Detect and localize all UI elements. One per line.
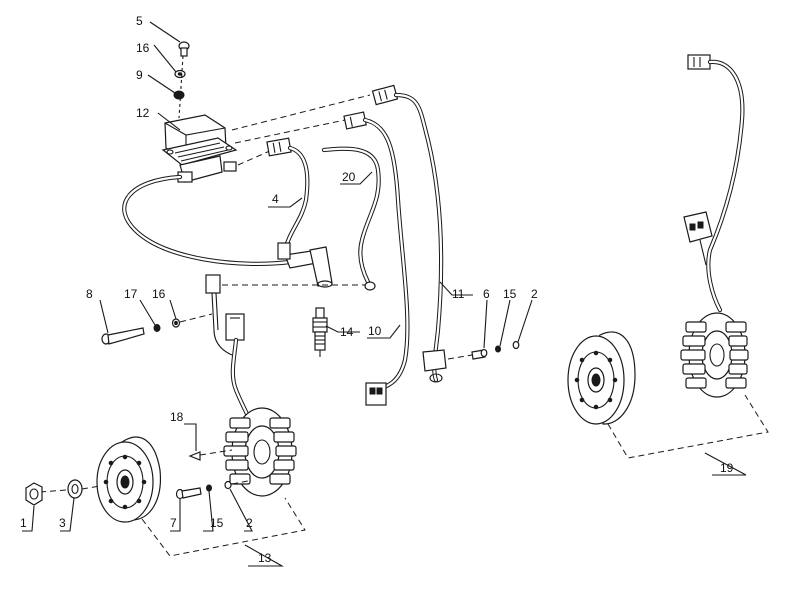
wiring-harness-part-11 xyxy=(371,84,447,383)
ignition-coil-assembly xyxy=(161,41,238,183)
flywheel-right xyxy=(567,331,636,425)
callout-12: 12 xyxy=(136,106,150,120)
oring-part-2-right xyxy=(512,340,520,350)
connector-harness-11-top xyxy=(371,84,399,106)
callout-20: 20 xyxy=(342,170,356,184)
stator-left xyxy=(223,407,297,497)
callout-14: 14 xyxy=(340,325,354,339)
bolt-row-right xyxy=(447,340,520,360)
stator-flywheel-assembly-part-19 xyxy=(567,54,769,459)
ground-wire-part-20 xyxy=(321,146,381,291)
callout-13: 13 xyxy=(258,551,272,565)
callout-5: 5 xyxy=(136,14,143,28)
callout-15: 15 xyxy=(503,287,517,301)
stator-right xyxy=(680,312,749,398)
callout-1: 1 xyxy=(20,516,27,530)
callout-4: 4 xyxy=(272,192,279,206)
bolt-part-8 xyxy=(101,327,145,345)
washer-part-17 xyxy=(153,324,161,332)
nut-part-9 xyxy=(173,90,185,100)
bolt-part-5 xyxy=(178,41,190,57)
callout-7: 7 xyxy=(170,516,177,530)
callout-2: 2 xyxy=(531,287,538,301)
key-part-18 xyxy=(188,451,201,461)
wiring-harness-part-4 xyxy=(266,137,310,260)
oring-part-2-bottom xyxy=(224,480,232,490)
washer-part-15-right xyxy=(495,345,501,353)
callout-6: 6 xyxy=(483,287,490,301)
callout-11: 11 xyxy=(452,287,465,301)
callout-18: 18 xyxy=(170,410,184,424)
connector-assembly-19-top xyxy=(687,54,711,70)
wiring-harness-part-10 xyxy=(343,111,410,406)
bolt-part-7 xyxy=(175,487,202,500)
callout-17: 17 xyxy=(124,287,138,301)
callout-16-left: 16 xyxy=(152,287,166,301)
stator-wiring-left xyxy=(205,274,253,423)
connector-assembly-19-mid xyxy=(683,211,713,243)
washer-part-3 xyxy=(67,479,83,499)
nut-part-1 xyxy=(25,482,43,506)
callout-19: 19 xyxy=(720,461,734,475)
leader-lines xyxy=(22,21,747,567)
ht-lead xyxy=(122,174,293,266)
connector-harness-4-top xyxy=(266,137,292,157)
callout-2-bottom: 2 xyxy=(246,516,253,530)
callout-15-bottom: 15 xyxy=(210,516,224,530)
spark-plug-cap xyxy=(284,246,333,288)
callout-labels: 5 16 9 12 4 20 11 10 14 8 17 16 6 15 2 1… xyxy=(20,14,734,565)
callout-8: 8 xyxy=(86,287,93,301)
spark-plug-part-14 xyxy=(312,307,328,357)
connector-harness-11-bottom xyxy=(422,349,447,383)
bolt-part-6 xyxy=(471,348,488,360)
connector-harness-10-bottom xyxy=(365,382,387,406)
flywheel-left xyxy=(96,436,162,523)
connector-harness-10-top xyxy=(343,111,367,130)
callout-3: 3 xyxy=(59,516,66,530)
callout-10: 10 xyxy=(368,324,382,338)
bolt-row-left xyxy=(101,313,213,345)
callout-16: 16 xyxy=(136,41,150,55)
washer-part-15-bottom xyxy=(206,484,212,492)
callout-9: 9 xyxy=(136,68,143,82)
